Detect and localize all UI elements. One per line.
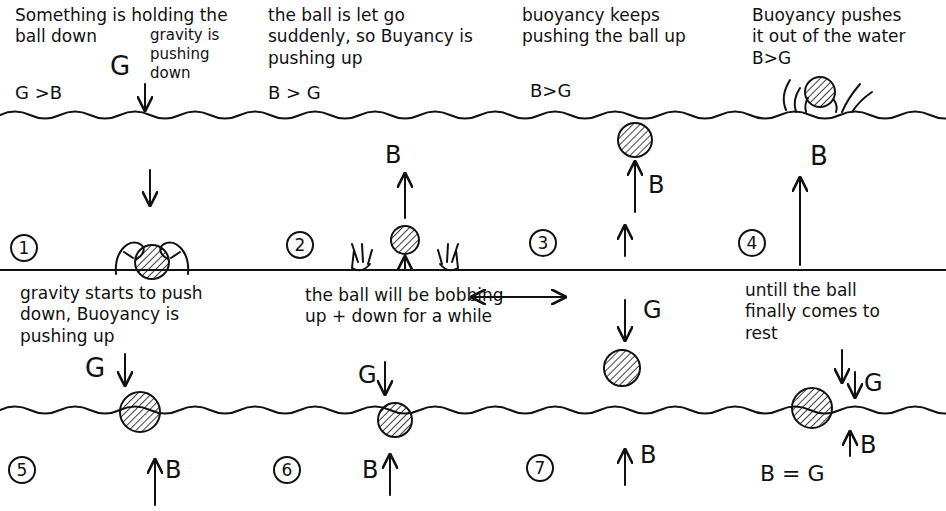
gravity-arrow — [149, 170, 151, 205]
force-symbol: B — [640, 440, 656, 470]
number-circle — [739, 230, 765, 256]
hand — [352, 244, 372, 270]
hand — [160, 243, 188, 274]
force-comparison: B>G — [530, 80, 571, 103]
force-symbol: B — [648, 170, 664, 200]
leader-arrow — [841, 350, 843, 382]
force-symbol: G — [358, 360, 377, 390]
buoyancy-arrow — [404, 174, 406, 218]
force-symbol: G — [864, 368, 883, 398]
ball — [391, 226, 419, 254]
ball — [805, 77, 835, 107]
ball — [604, 350, 640, 386]
ball — [135, 245, 169, 279]
gravity-arrow — [144, 84, 146, 110]
gravity-arrow — [624, 300, 626, 340]
force-symbol: G — [85, 352, 105, 385]
step-number: 6 — [274, 457, 300, 483]
step-number: 2 — [287, 232, 313, 258]
force-symbol: B — [860, 430, 876, 460]
note-text: Buoyancy pushes it out of the water B>G — [752, 5, 917, 69]
force-symbol: B — [362, 455, 378, 485]
number-circle — [287, 232, 313, 258]
note-text: buoyancy keeps pushing the ball up — [522, 5, 712, 48]
step-number: 4 — [739, 230, 765, 256]
number-circle — [11, 235, 37, 261]
buoyancy-arrow — [154, 460, 156, 505]
step-number: 3 — [530, 230, 556, 256]
water-surface — [0, 112, 946, 119]
force-comparison: B = G — [760, 460, 825, 488]
force-comparison: B > G — [268, 82, 321, 105]
force-symbol: B — [810, 140, 828, 173]
hand — [438, 244, 458, 270]
buoyancy-arrow — [849, 432, 851, 456]
note-text: the ball will be bobbing up + down for a… — [305, 285, 520, 328]
ball — [120, 392, 160, 432]
force-symbol: B — [165, 455, 181, 485]
force-symbol: G — [643, 295, 662, 325]
note-text: the ball is let go suddenly, so Buyancy … — [268, 5, 473, 69]
ball — [378, 403, 412, 437]
note-text: gravity is pushing down — [150, 26, 240, 82]
step-number: 1 — [11, 235, 37, 261]
ball — [618, 123, 652, 157]
splash — [784, 80, 872, 112]
note-text: gravity starts to push down, Buoyancy is… — [20, 283, 220, 347]
buoyancy-arrow — [624, 450, 626, 485]
step-number: 7 — [527, 455, 553, 481]
gravity-arrow — [124, 354, 126, 385]
number-circle — [9, 457, 35, 483]
buoyancy-arrow — [799, 178, 801, 265]
buoyancy-arrow — [634, 162, 636, 212]
step-number: 5 — [9, 457, 35, 483]
gravity-arrow — [384, 362, 386, 394]
number-circle — [530, 230, 556, 256]
number-circle — [274, 457, 300, 483]
buoyancy-arrow — [389, 455, 391, 495]
hand — [116, 243, 144, 274]
buoyancy-arrow — [404, 257, 406, 269]
force-symbol: B — [385, 140, 401, 170]
note-text: untill the ball finally comes to rest — [745, 280, 885, 344]
gravity-arrow — [854, 372, 856, 397]
number-circle — [527, 455, 553, 481]
ball — [792, 388, 832, 428]
force-comparison: G >B — [15, 82, 62, 105]
buoyancy-arrow — [624, 226, 626, 256]
force-symbol: G — [110, 50, 130, 83]
